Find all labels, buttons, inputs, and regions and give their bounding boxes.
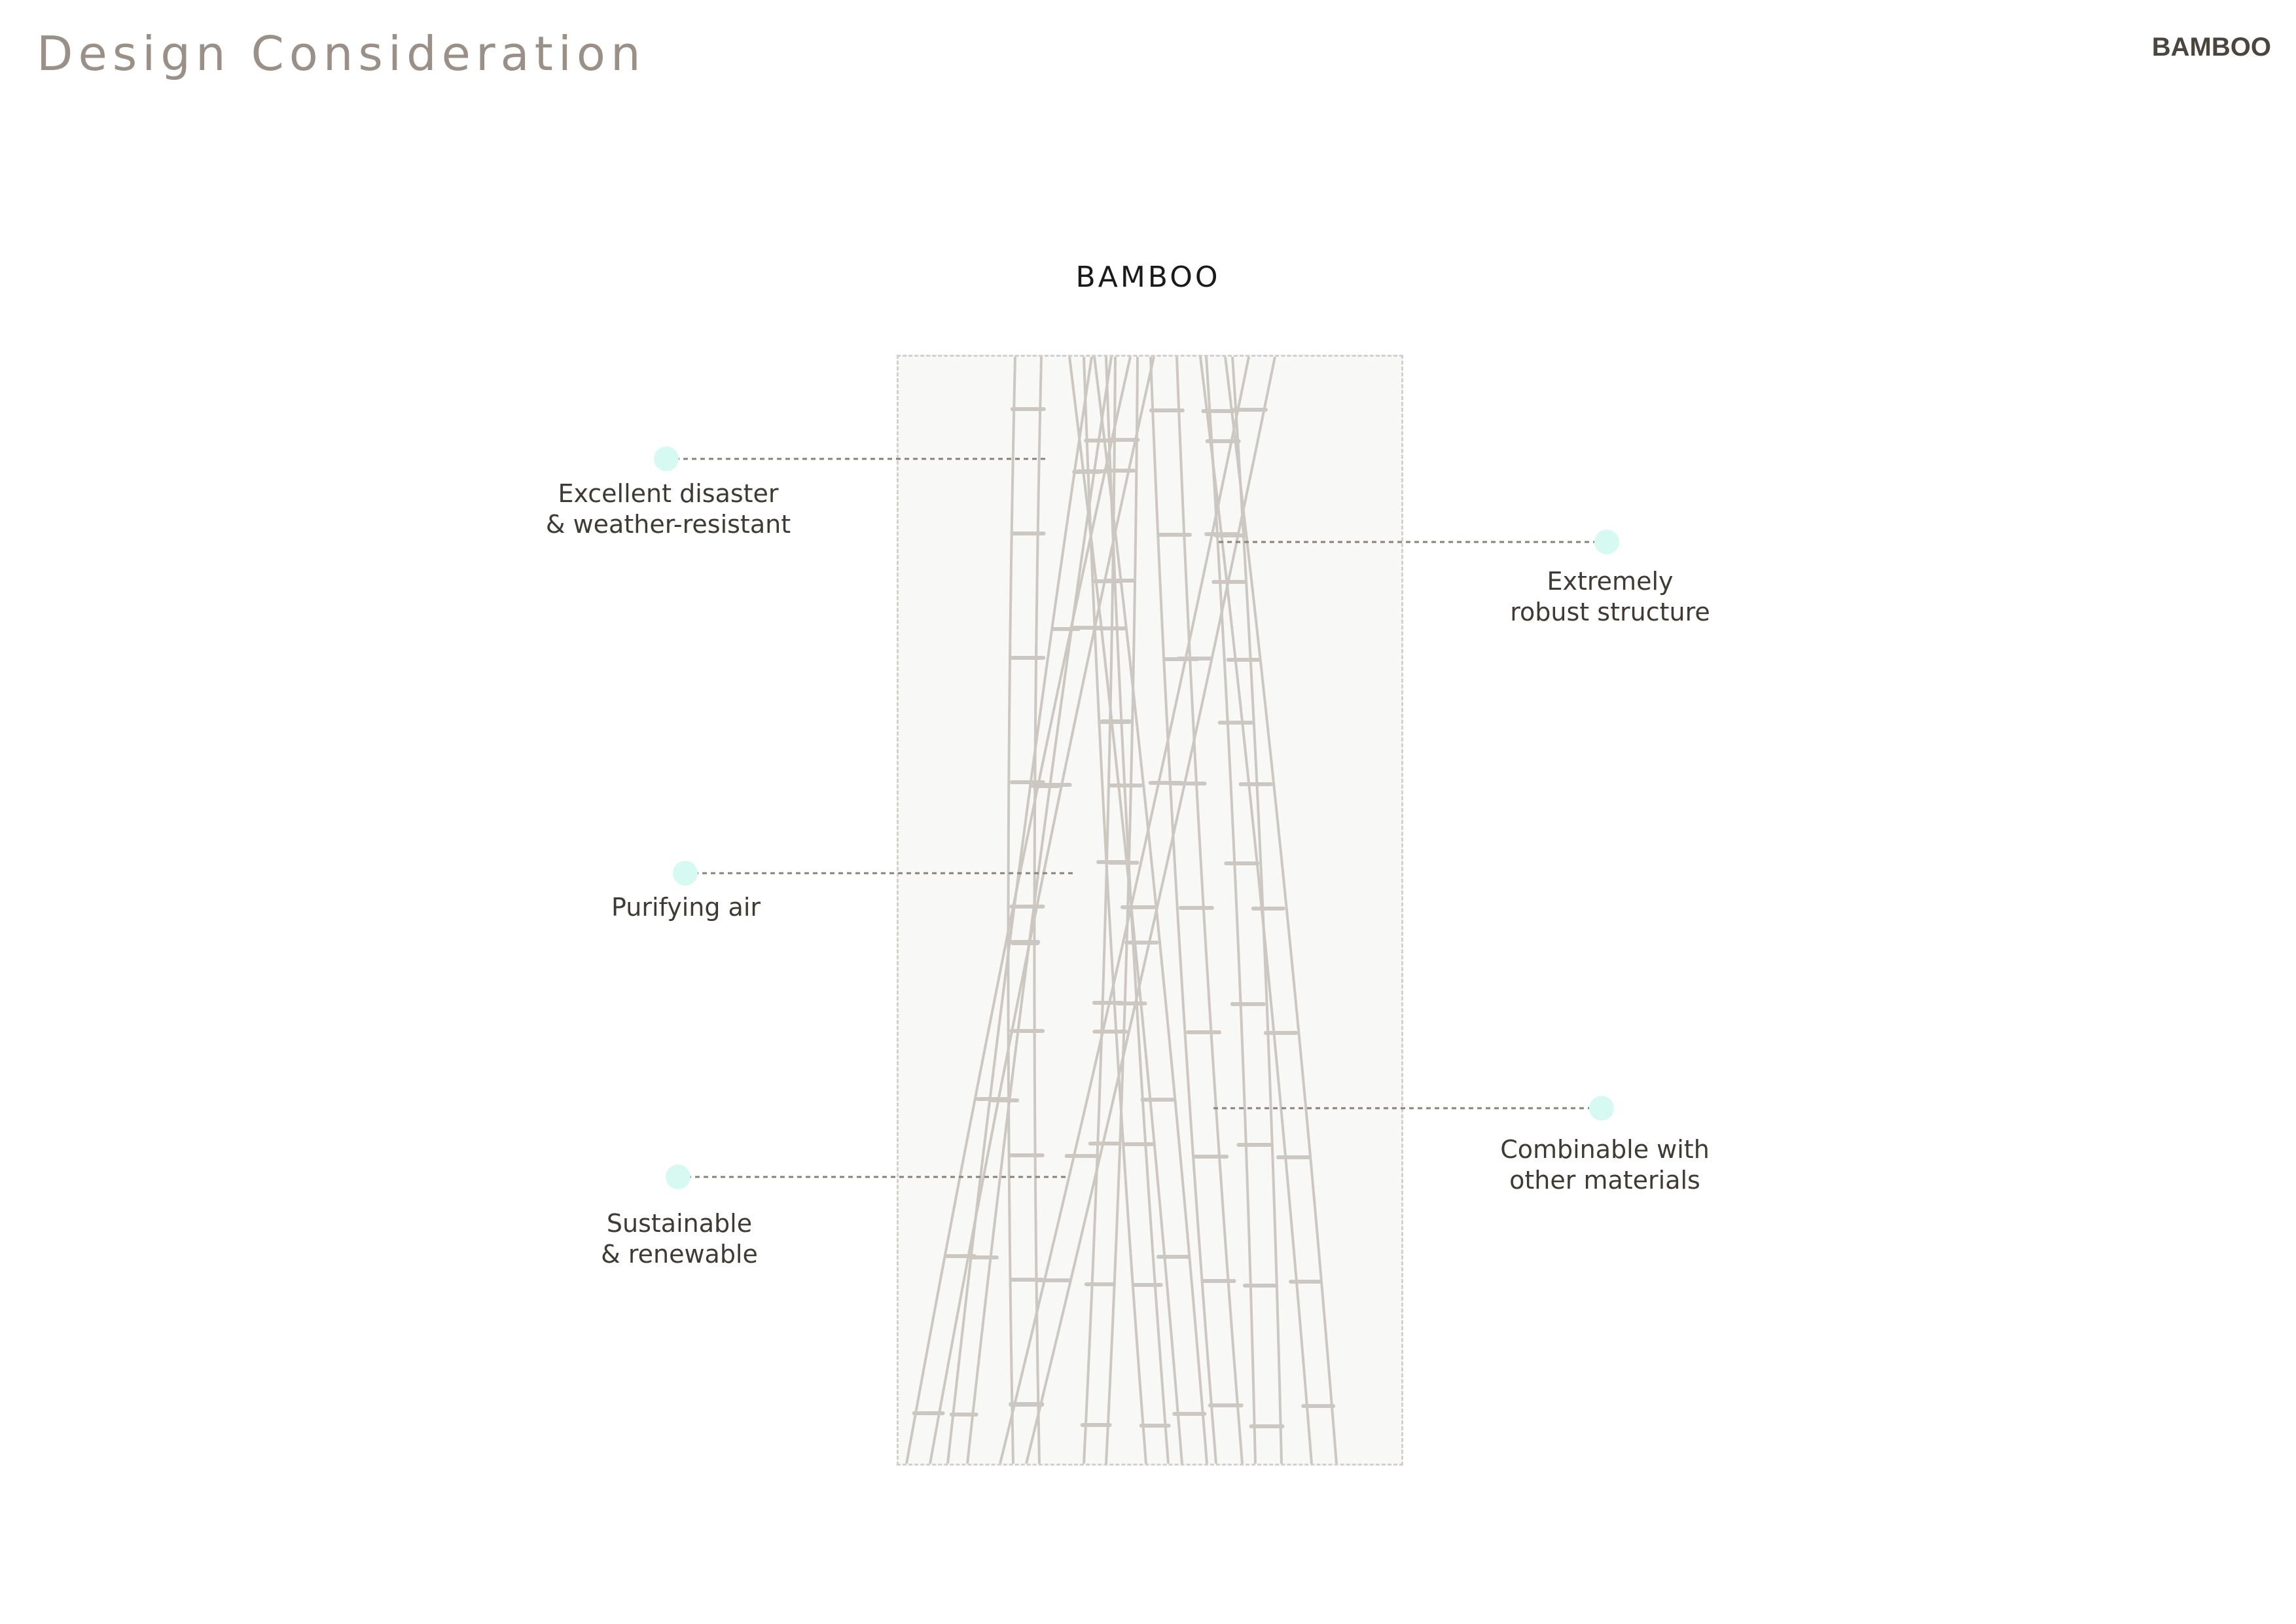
callout-sustainable (666, 1164, 1067, 1189)
section-tag: BAMBOO (2151, 33, 2271, 62)
feature-label-sustainable: Sustainable & renewable (450, 1208, 908, 1270)
bamboo-stalk (1149, 356, 1244, 1464)
bamboo-illustration-panel (897, 355, 1403, 1466)
feature-label-line: Excellent disaster (558, 479, 779, 508)
callout-purifying-air (673, 861, 1075, 886)
feature-label-purifying-air: Purifying air (457, 892, 915, 923)
feature-marker-dot (673, 861, 698, 886)
bamboo-stalk (1199, 356, 1338, 1464)
bamboo-stalks-illustration (905, 356, 1338, 1464)
feature-label-line: robust structure (1510, 598, 1710, 626)
callout-excellent-disaster (654, 446, 1049, 471)
feature-label-line: Extremely (1547, 567, 1674, 596)
feature-label-line: other materials (1509, 1166, 1700, 1195)
bamboo-stalk (1068, 356, 1208, 1464)
feature-label-robust-structure: Extremely robust structure (1381, 566, 1839, 628)
diagram-title: BAMBOO (1075, 261, 1221, 294)
feature-label-excellent-disaster: Excellent disaster & weather-resistant (439, 478, 897, 540)
feature-label-combinable: Combinable with other materials (1376, 1134, 1834, 1196)
bamboo-stalk (946, 356, 1113, 1464)
feature-marker-dot (1594, 530, 1619, 554)
feature-label-line: & weather-resistant (545, 510, 791, 539)
feature-marker-dot (666, 1164, 691, 1189)
feature-label-line: & renewable (601, 1240, 758, 1269)
callout-robust-structure (1219, 530, 1619, 554)
feature-label-line: Sustainable (606, 1209, 753, 1238)
callout-combinable (1213, 1096, 1614, 1121)
feature-marker-dot (654, 446, 679, 471)
feature-label-line: Combinable with (1500, 1135, 1710, 1164)
page-title: Design Consideration (37, 26, 646, 81)
feature-label-line: Purifying air (611, 893, 761, 922)
feature-marker-dot (1589, 1096, 1614, 1121)
